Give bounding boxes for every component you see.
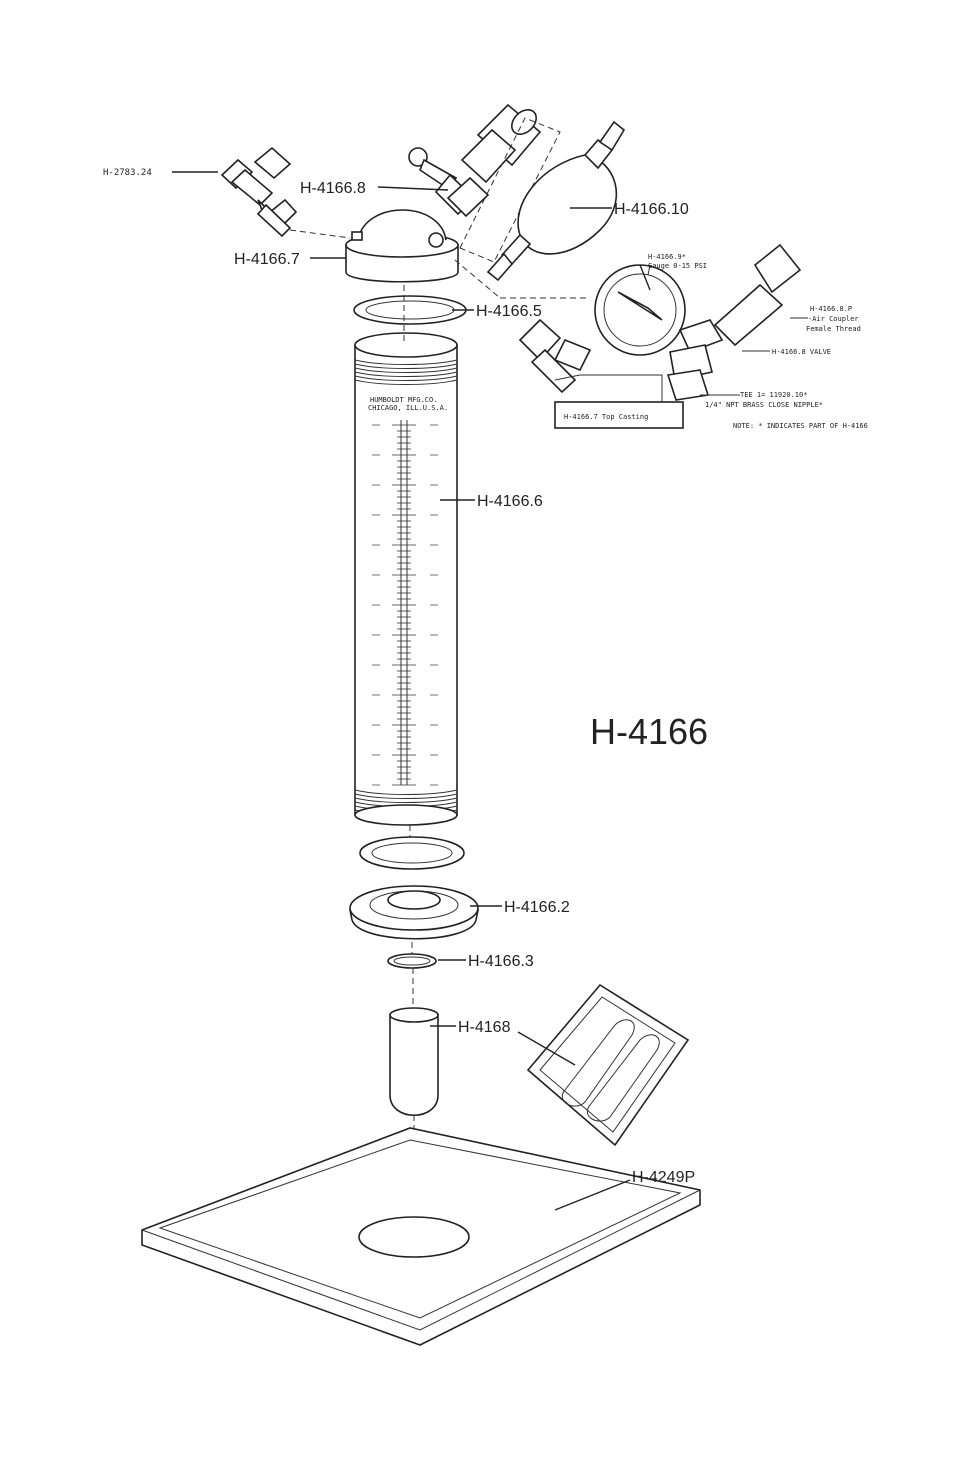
inset-note: NOTE: * INDICATES PART OF H-4166 xyxy=(733,422,868,430)
label-h4166-5: H-4166.5 xyxy=(476,303,542,320)
bulb-h4166-10 xyxy=(486,120,626,282)
thread-line xyxy=(354,375,458,381)
thread-line xyxy=(354,379,458,385)
inset-gauge-line2: Gauge 0-15 PSI xyxy=(648,262,707,270)
label-h2783-24: H-2783.24 xyxy=(103,168,152,178)
gasket-lower xyxy=(359,836,465,870)
inset-gauge-assembly xyxy=(518,243,802,429)
cylinder-maker-line1: HUMBOLDT MFG.CO. xyxy=(370,396,437,404)
label-h4249p: H-4249P xyxy=(632,1169,695,1186)
cylinder-h4166-6: HUMBOLDT MFG.CO. CHICAGO, ILL.U.S.A. xyxy=(354,332,458,826)
base-ring-h4166-2 xyxy=(349,885,479,940)
top-casting-h4166-7 xyxy=(345,209,459,283)
tube-packet xyxy=(526,983,690,1147)
label-h4168: H-4168 xyxy=(458,1019,511,1036)
thread-line xyxy=(354,363,458,369)
inset-valve: H-4166.8 VALVE xyxy=(772,348,831,356)
inset-coupler-line2: -Air Coupler xyxy=(808,315,859,323)
label-h4166-8: H-4166.8 xyxy=(300,180,366,197)
tray-h4249p xyxy=(141,1127,701,1346)
thread-line xyxy=(354,797,458,803)
label-h4166-6: H-4166.6 xyxy=(477,493,543,510)
cylinder-scale xyxy=(372,424,438,786)
label-h4166-10: H-4166.10 xyxy=(614,201,689,218)
valve-h2783-24 xyxy=(220,146,298,238)
thread-line xyxy=(354,789,458,795)
valve-h4166-8 xyxy=(408,103,542,218)
inset-tee-line2: 1/4" NPT BRASS CLOSE NIPPLE* xyxy=(705,401,823,409)
label-h4166-7: H-4166.7 xyxy=(234,251,300,268)
thread-line xyxy=(354,359,458,365)
inset-coupler-line3: Female Thread xyxy=(806,325,861,333)
inset-top-casting: H-4166.7 Top Casting xyxy=(564,413,648,421)
thread-line xyxy=(354,367,458,373)
label-h4166-3: H-4166.3 xyxy=(468,953,534,970)
cylinder-maker-line2: CHICAGO, ILL.U.S.A. xyxy=(368,404,448,412)
thread-line xyxy=(354,371,458,377)
inset-tee-line1: TEE 1= 11920.10* xyxy=(740,391,807,399)
thread-line xyxy=(354,793,458,799)
gasket-h4166-5 xyxy=(353,295,467,325)
o-ring-h4166-3 xyxy=(387,953,437,969)
tube-h4168 xyxy=(389,1007,439,1116)
diagram-title: H-4166 xyxy=(590,711,708,752)
cylinder-top-threads xyxy=(354,359,458,385)
inset-coupler-line1: H-4166.8.P xyxy=(810,305,852,313)
inset-gauge-line1: H-4166.9* xyxy=(648,253,686,261)
label-h4166-2: H-4166.2 xyxy=(504,899,570,916)
